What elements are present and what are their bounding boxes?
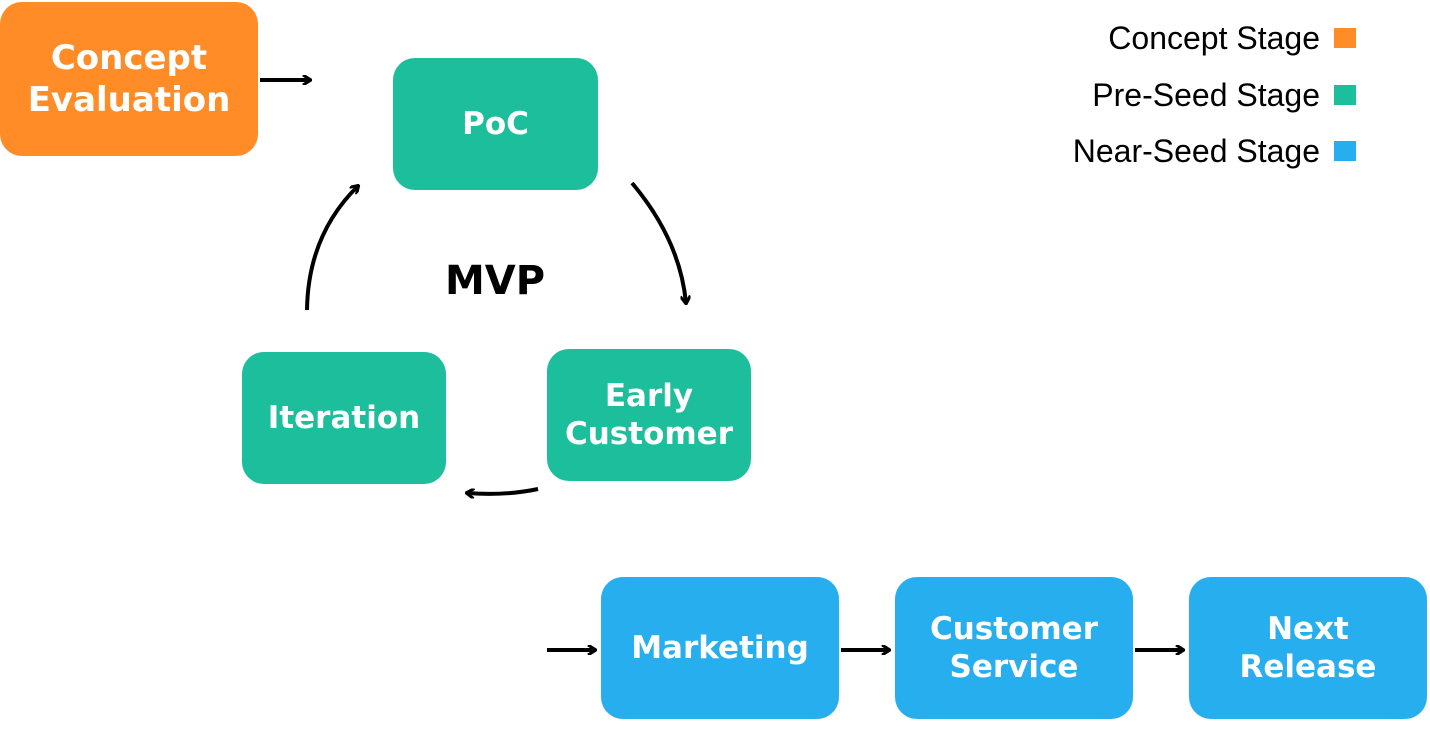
legend-swatch-orange [1334, 28, 1356, 48]
node-poc: PoC [393, 58, 598, 190]
arrow-early-customer-to-iteration [467, 487, 539, 494]
legend-item-pre-seed: Pre-Seed Stage [1092, 75, 1356, 115]
legend-item-near-seed: Near-Seed Stage [1073, 131, 1356, 171]
mvp-cycle-label: MVP [444, 258, 546, 304]
node-concept-evaluation: Concept Evaluation [0, 2, 258, 156]
legend-label: Concept Stage [1108, 19, 1320, 56]
node-early-customer: Early Customer [547, 349, 751, 481]
legend-label: Pre-Seed Stage [1092, 76, 1320, 113]
node-iteration: Iteration [242, 352, 446, 484]
node-next-release: Next Release [1189, 577, 1427, 719]
legend-label: Near-Seed Stage [1072, 132, 1320, 169]
node-customer-service: Customer Service [895, 577, 1133, 719]
legend-item-concept: Concept Stage [1108, 18, 1356, 58]
arrow-iteration-to-poc [305, 186, 358, 311]
legend-swatch-green [1334, 85, 1356, 105]
legend-swatch-blue [1334, 141, 1356, 161]
arrow-poc-to-early-customer [630, 181, 686, 303]
node-marketing: Marketing [601, 577, 839, 719]
